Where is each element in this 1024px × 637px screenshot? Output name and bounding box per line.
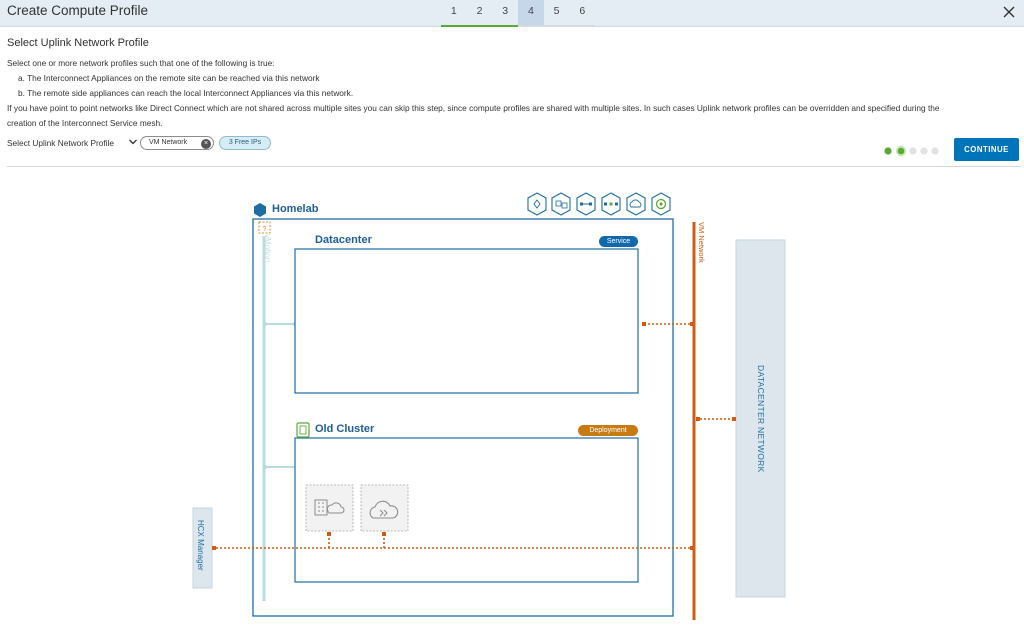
topology-diagram: ? [192, 192, 786, 620]
instructions-item-b: b. The remote side appliances can reach … [18, 88, 354, 98]
datacenter-network-label: DATACENTER NETWORK [756, 365, 766, 473]
step-5[interactable]: 5 [543, 0, 570, 27]
free-ips-badge: 3 Free IPs [219, 136, 271, 150]
vm-network-label: VM Network [697, 222, 706, 263]
step-6[interactable]: 6 [569, 0, 595, 27]
instructions-item-a: a. The Interconnect Appliances on the re… [18, 73, 320, 83]
wan-optimization-icon[interactable] [551, 192, 571, 216]
chevron-down-icon[interactable] [128, 137, 138, 147]
disaster-recovery-icon[interactable] [651, 192, 671, 216]
wizard-steps: 1 2 3 4 5 6 [441, 0, 595, 27]
step-1[interactable]: 1 [441, 0, 467, 27]
vmotion-network-icon: ? [258, 221, 271, 234]
step-3[interactable]: 3 [492, 0, 518, 27]
instructions-note-cont: creation of the Interconnect Service mes… [7, 118, 163, 128]
vmotion-label: vMotion [263, 234, 272, 263]
cloud-migration-icon[interactable] [626, 192, 646, 216]
dialog-header: Create Compute Profile 1 2 3 4 5 6 [0, 0, 1024, 27]
selected-network-chip: VM Network × [140, 136, 214, 150]
step-4[interactable]: 4 [518, 0, 544, 27]
deployment-badge: Deployment [578, 425, 638, 436]
chip-label: VM Network [149, 139, 188, 146]
step-2[interactable]: 2 [466, 0, 493, 27]
network-extension-icon[interactable] [576, 192, 596, 216]
divider [7, 166, 1021, 167]
dialog-title: Create Compute Profile [7, 3, 149, 18]
datacenter-box[interactable] [294, 248, 639, 394]
site-name: Homelab [272, 203, 319, 215]
cloud-migration-appliance-icon[interactable] [360, 484, 409, 532]
instructions-note: If you have point to point networks like… [7, 103, 940, 113]
progress-dots [884, 145, 939, 157]
interconnect-appliance-icon[interactable] [305, 484, 354, 532]
homelab-site-box [252, 218, 674, 617]
interconnect-icon[interactable] [527, 192, 547, 216]
hcx-manager-label: HCX Manager [196, 520, 205, 571]
section-title: Select Uplink Network Profile [7, 37, 149, 49]
cluster-title: Old Cluster [315, 423, 375, 435]
service-badge: Service [599, 236, 638, 247]
datacenter-title: Datacenter [315, 234, 372, 246]
svg-text:?: ? [263, 226, 267, 233]
continue-button[interactable]: CONTINUE [954, 138, 1019, 161]
site-hexagon-icon [254, 203, 266, 217]
bulk-migration-icon[interactable] [601, 192, 621, 216]
close-icon[interactable] [1000, 3, 1018, 21]
instructions-intro: Select one or more network profiles such… [7, 58, 275, 68]
uplink-profile-label: Select Uplink Network Profile [7, 138, 114, 148]
remove-chip-icon[interactable]: × [201, 138, 211, 149]
cluster-icon [296, 422, 310, 438]
